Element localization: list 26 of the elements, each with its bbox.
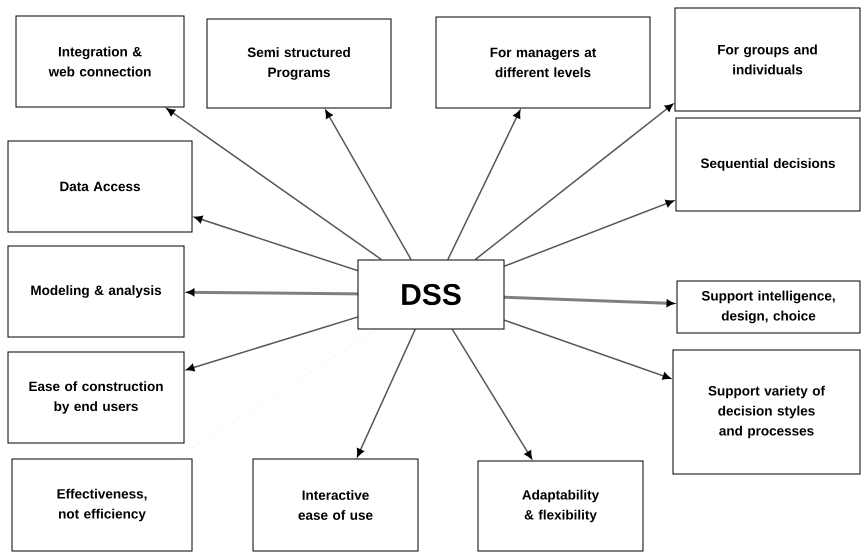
arrow — [452, 329, 532, 459]
feature-box: Integration & web connection — [16, 16, 184, 108]
feature-box: Interactive ease of use — [252, 458, 418, 552]
feature-box: Effectiveness, not efficiency — [12, 458, 192, 552]
feature-box: Adaptability & flexibility — [478, 460, 644, 552]
arrow — [504, 320, 671, 380]
feature-box: Support intelligence, design, choice — [676, 280, 860, 334]
center-box: DSS — [358, 260, 504, 330]
feature-box: Semi structured Programs — [206, 18, 392, 108]
feature-box: Data Access — [8, 140, 192, 232]
arrow — [194, 216, 358, 272]
feature-box: For groups and individuals — [674, 8, 860, 112]
feature-box: Support variety of decision styles and processes — [672, 350, 860, 474]
arrow — [504, 200, 674, 267]
arrow — [186, 316, 358, 372]
feature-box: Sequential decisions — [676, 118, 860, 212]
feature-box: Modeling & analysis — [8, 246, 184, 338]
arrow — [187, 288, 358, 296]
feature-box: Ease of construction by end users — [8, 352, 184, 444]
arrow — [504, 296, 674, 307]
arrow — [447, 110, 520, 260]
arrow — [166, 108, 382, 260]
arrow — [325, 110, 412, 260]
arrow — [356, 329, 416, 457]
arrow — [474, 104, 674, 260]
feature-box: For managers at different levels — [436, 16, 650, 108]
